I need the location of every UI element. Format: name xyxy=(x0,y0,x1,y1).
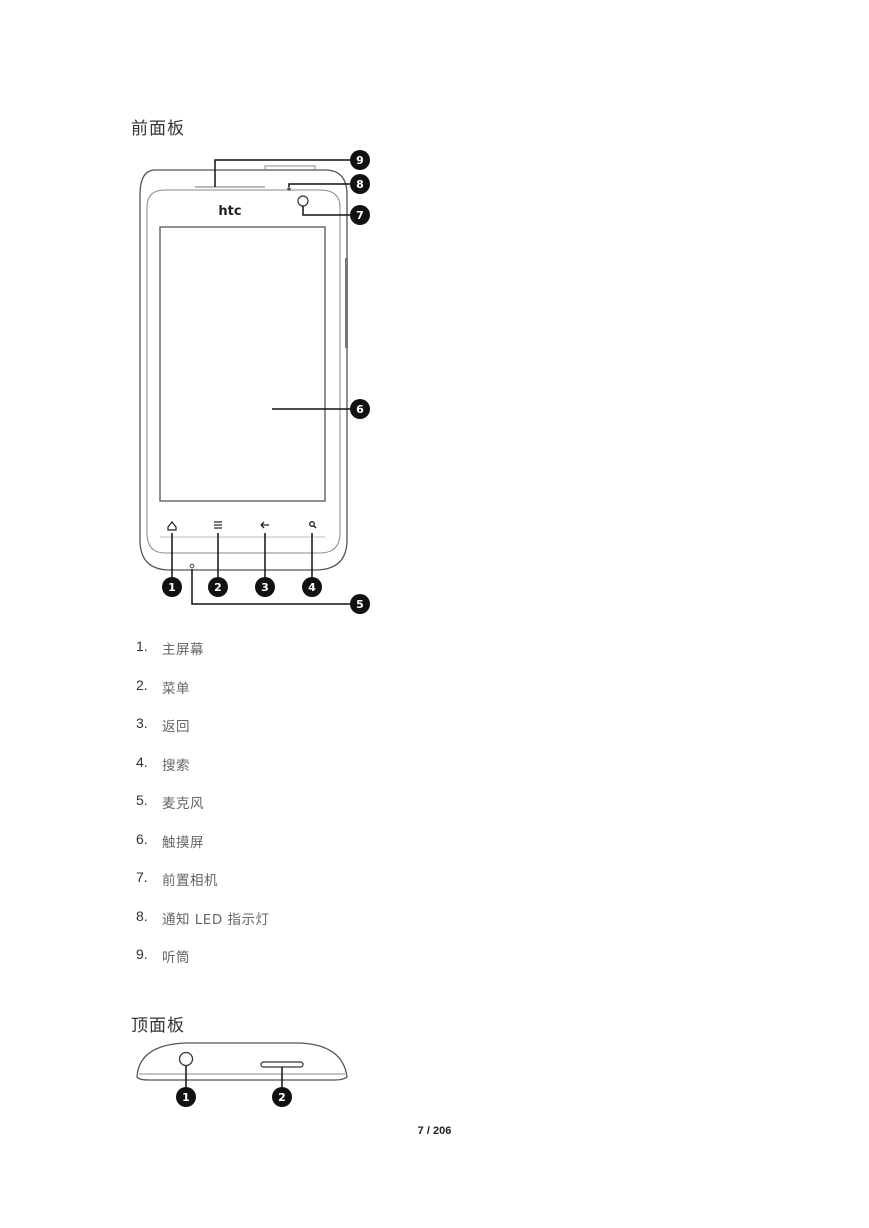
callout-7: 7 xyxy=(350,205,370,225)
htc-logo: htc xyxy=(218,204,241,219)
side-button xyxy=(345,258,348,348)
notification-led xyxy=(287,187,291,191)
list-item: 2.菜单 xyxy=(136,676,190,697)
svg-text:3: 3 xyxy=(261,581,269,594)
callout-3: 3 xyxy=(255,577,275,597)
svg-text:5: 5 xyxy=(356,598,364,611)
callout-2: 2 xyxy=(208,577,228,597)
list-item: 7.前置相机 xyxy=(136,869,218,889)
svg-text:7: 7 xyxy=(356,209,364,222)
list-item: 6.触摸屏 xyxy=(136,830,204,851)
svg-text:8: 8 xyxy=(356,178,364,191)
svg-text:4: 4 xyxy=(308,581,316,594)
headset-jack xyxy=(178,1051,194,1067)
list-item: 9.听筒 xyxy=(136,946,190,966)
callout-5: 5 xyxy=(350,594,370,614)
touch-screen-area xyxy=(159,226,326,502)
svg-text:6: 6 xyxy=(356,403,364,416)
list-item: 4.搜索 xyxy=(136,753,190,774)
phone-body-outline xyxy=(139,169,348,571)
phone-top-outline xyxy=(136,1042,348,1081)
callout-top-2: 2 xyxy=(272,1087,292,1107)
microphone-hole xyxy=(189,563,195,569)
svg-text:2: 2 xyxy=(278,1091,286,1104)
svg-text:1: 1 xyxy=(168,581,176,594)
list-item: 3.返回 xyxy=(136,715,190,735)
page-number: 7 / 206 xyxy=(417,1125,452,1137)
callout-8: 8 xyxy=(350,174,370,194)
front-camera-lens xyxy=(297,195,309,207)
callout-top-1: 1 xyxy=(176,1087,196,1107)
menu-key-icon xyxy=(214,521,222,529)
list-item: 1.主屏幕 xyxy=(136,638,204,658)
callout-9: 9 xyxy=(350,150,370,170)
svg-text:2: 2 xyxy=(214,581,222,594)
list-item: 8.通知 LED 指示灯 xyxy=(136,907,270,928)
front-panel-diagram: htc 9 8 7 6 xyxy=(139,150,370,614)
top-panel-diagram: 1 2 xyxy=(136,1042,348,1107)
svg-text:1: 1 xyxy=(182,1091,190,1104)
home-key-icon xyxy=(167,521,177,531)
phone-bezel-outline xyxy=(146,189,341,554)
callout-4: 4 xyxy=(302,577,322,597)
power-button xyxy=(260,1061,304,1068)
search-key-icon xyxy=(309,521,317,529)
callout-1: 1 xyxy=(162,577,182,597)
svg-text:9: 9 xyxy=(356,154,364,167)
list-item: 5.麦克风 xyxy=(136,792,204,812)
top-panel-heading: 顶面板 xyxy=(131,1016,185,1036)
front-panel-parts-list: 1.主屏幕 2.菜单 3.返回 4.搜索 5.麦克风 6.触摸屏 7.前置相机 … xyxy=(136,638,270,985)
callout-6: 6 xyxy=(350,399,370,419)
front-panel-heading: 前面板 xyxy=(131,119,185,139)
back-key-icon xyxy=(260,521,269,529)
